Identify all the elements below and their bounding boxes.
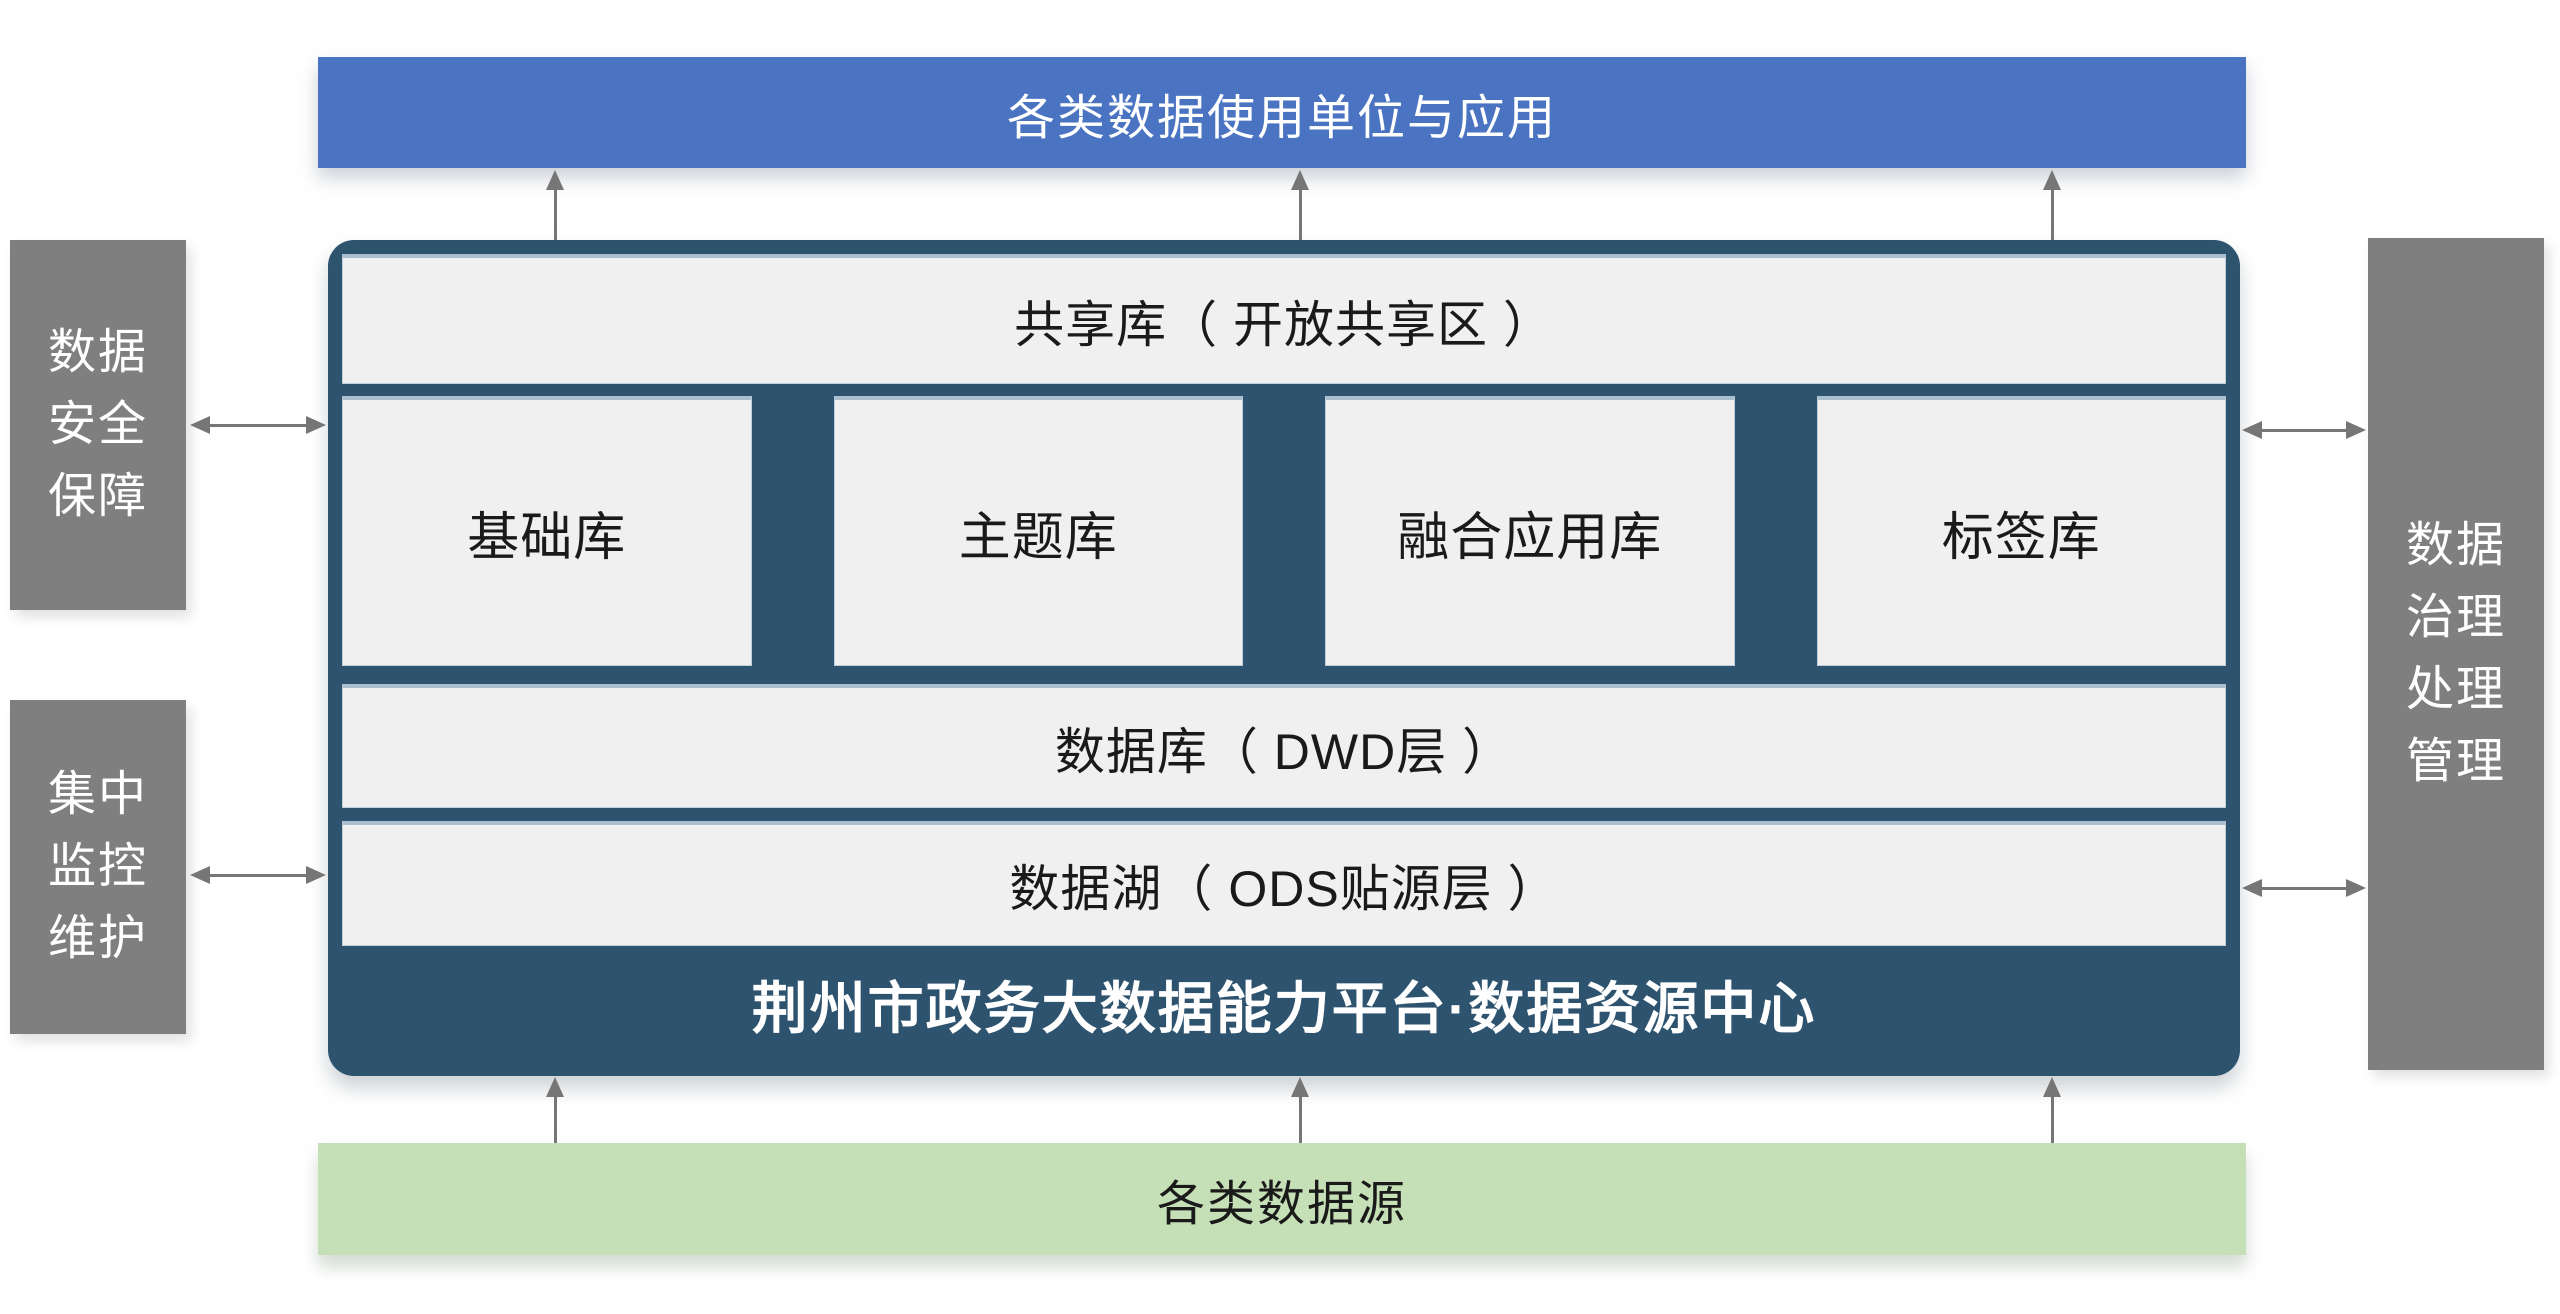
bidirectional-arrow — [190, 413, 326, 437]
data-consumers-bar: 各类数据使用单位与应用 — [318, 57, 2246, 168]
panel-central-monitoring: 集中 监控 维护 — [10, 700, 186, 1034]
panel-line: 保障 — [47, 470, 148, 523]
panel-line: 数据 — [47, 326, 148, 379]
dwd-database-layer: 数据库（ DWD层 ） — [342, 684, 2226, 808]
arrowhead-right-icon — [306, 866, 326, 884]
up-arrow — [2040, 1077, 2064, 1143]
library-row: 基础库 主题库 融合应用库 标签库 — [342, 396, 2226, 666]
panel-line: 维护 — [47, 912, 148, 965]
arrowhead-left-icon — [190, 416, 210, 434]
arrowhead-left-icon — [190, 866, 210, 884]
arrowhead-right-icon — [306, 416, 326, 434]
arrowhead-up-icon — [1291, 170, 1309, 190]
library-box-fusion-app: 融合应用库 — [1325, 396, 1735, 666]
library-box-basic: 基础库 — [342, 396, 752, 666]
up-arrow — [543, 1077, 567, 1143]
panel-line: 数据 — [2405, 519, 2506, 572]
panel-line: 治理 — [2405, 591, 2506, 644]
up-arrow — [1288, 1077, 1312, 1143]
arrowhead-up-icon — [546, 1077, 564, 1097]
arrowhead-right-icon — [2346, 879, 2366, 897]
library-box-tag: 标签库 — [1816, 396, 2226, 666]
panel-data-security: 数据 安全 保障 — [10, 240, 186, 610]
arrowhead-up-icon — [2043, 1077, 2061, 1097]
data-sources-bar: 各类数据源 — [318, 1143, 2246, 1255]
bidirectional-arrow — [2242, 876, 2366, 900]
panel-line: 管理 — [2405, 735, 2506, 788]
panel-line: 处理 — [2405, 663, 2506, 716]
ods-data-lake-layer: 数据湖（ ODS贴源层 ） — [342, 821, 2226, 946]
shared-library-layer: 共享库（ 开放共享区 ） — [342, 254, 2226, 384]
panel-line: 监控 — [47, 840, 148, 893]
up-arrow — [1288, 170, 1312, 240]
arrowhead-up-icon — [2043, 170, 2061, 190]
arrowhead-up-icon — [546, 170, 564, 190]
arrowhead-right-icon — [2346, 421, 2366, 439]
panel-data-governance: 数据 治理 处理 管理 — [2368, 238, 2544, 1070]
arrowhead-left-icon — [2242, 879, 2262, 897]
bidirectional-arrow — [2242, 418, 2366, 442]
up-arrow — [543, 170, 567, 240]
library-box-theme: 主题库 — [833, 396, 1243, 666]
bidirectional-arrow — [190, 863, 326, 887]
platform-title: 荆州市政务大数据能力平台·数据资源中心 — [751, 976, 1817, 1040]
up-arrow — [2040, 170, 2064, 240]
panel-line: 集中 — [47, 768, 148, 821]
panel-line: 安全 — [47, 398, 148, 451]
arrowhead-up-icon — [1291, 1077, 1309, 1097]
arrowhead-left-icon — [2242, 421, 2262, 439]
platform-container: 共享库（ 开放共享区 ） 基础库 主题库 融合应用库 标签库 数据库（ DWD层… — [328, 240, 2240, 1076]
